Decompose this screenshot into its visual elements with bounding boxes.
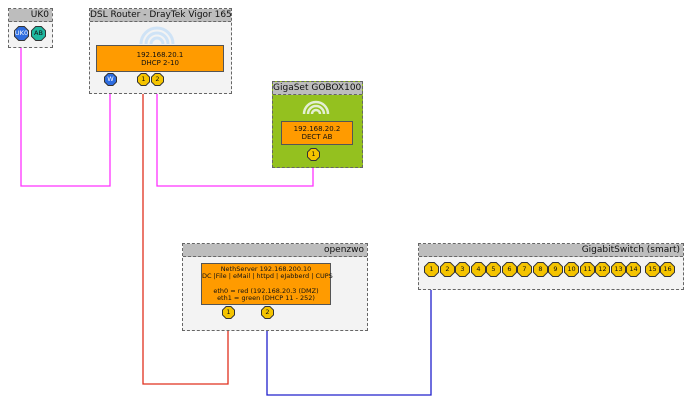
router-title: DSL Router - DrayTek Vigor 165	[90, 9, 231, 22]
gigaset-title: GigaSet GOBOX100	[273, 82, 362, 95]
router-dhcp: DHCP 2-10	[141, 58, 179, 67]
switch-title: GigabitSwitch (smart)	[419, 244, 683, 257]
ab-port[interactable]: AB	[31, 26, 46, 41]
switch-port-14[interactable]: 14	[626, 262, 641, 277]
gigaset-info: 192.168.20.2 DECT AB	[281, 121, 353, 145]
switch-port-4[interactable]: 4	[471, 262, 486, 277]
router-info: 192.168.20.1 DHCP 2-10	[96, 45, 224, 72]
uk0-title: UK0	[9, 9, 52, 22]
switch-port-16[interactable]: 16	[660, 262, 675, 277]
wifi-icon	[302, 100, 330, 115]
gigaset-port-1[interactable]: 1	[307, 148, 320, 161]
switch-port-2[interactable]: 2	[440, 262, 455, 277]
nethserver-line-5: eth1 = green (DHCP 11 - 252)	[217, 294, 315, 302]
gigaset-desc: DECT AB	[301, 133, 333, 141]
switch-port-6[interactable]: 6	[502, 262, 517, 277]
nethserver-line-4: eth0 = red (192.168.20.3 (DMZ)	[213, 286, 319, 295]
gigaset-ip: 192.168.20.2	[293, 125, 341, 133]
switch-port-11[interactable]: 11	[580, 262, 595, 277]
wire-uk0-to-router-w	[20, 40, 111, 187]
openzwo-port-1[interactable]: 1	[222, 306, 235, 319]
switch-port-5[interactable]: 5	[486, 262, 501, 277]
switch-port-13[interactable]: 13	[611, 262, 626, 277]
switch-port-15[interactable]: 15	[645, 262, 660, 277]
nethserver-line-1: NethServer 192.168.200.10	[220, 264, 312, 273]
switch-port-8[interactable]: 8	[533, 262, 548, 277]
router-ip: 192.168.20.1	[136, 50, 184, 59]
switch-port-12[interactable]: 12	[595, 262, 610, 277]
wire-router-2-to-gigaset	[156, 87, 314, 187]
openzwo-title: openzwo	[183, 244, 367, 257]
switch-port-1[interactable]: 1	[424, 262, 439, 277]
switch-port-7[interactable]: 7	[517, 262, 532, 277]
wire-router-1-to-openzwo	[142, 87, 229, 385]
router-port-1[interactable]: 1	[137, 73, 150, 86]
openzwo-port-2[interactable]: 2	[261, 306, 274, 319]
switch-port-3[interactable]: 3	[455, 262, 470, 277]
router-port-2[interactable]: 2	[151, 73, 164, 86]
wire-openzwo-to-switch	[266, 276, 432, 396]
switch-port-10[interactable]: 10	[564, 262, 579, 277]
uk0-box: UK0	[8, 8, 53, 48]
switch-port-9[interactable]: 9	[548, 262, 563, 277]
nethserver-info: NethServer 192.168.200.10 DC |File | eMa…	[201, 263, 333, 305]
wifi-icon	[139, 26, 175, 45]
nethserver-line-2: DC |File | eMail | httpd | eJabberd | CU…	[202, 272, 333, 280]
uk0-port[interactable]: UK0	[14, 26, 29, 41]
router-port-w[interactable]: W	[104, 73, 117, 86]
